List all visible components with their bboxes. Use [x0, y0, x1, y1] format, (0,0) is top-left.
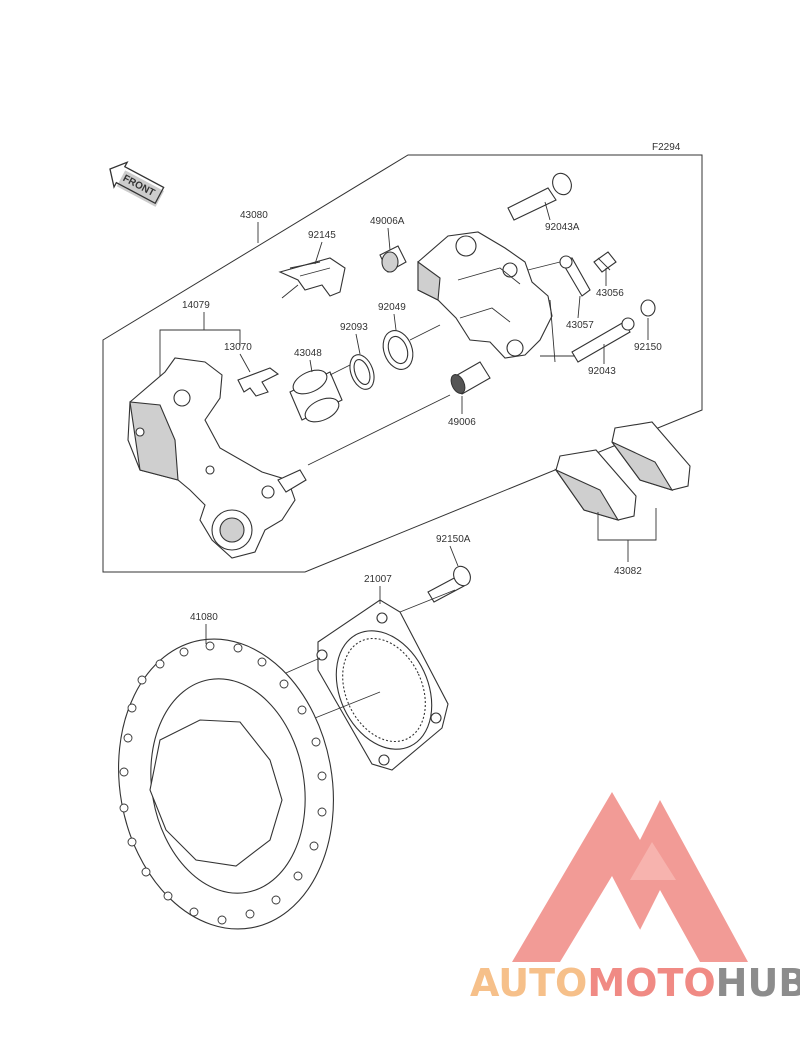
boot-lower	[450, 361, 491, 395]
label-43048: 43048	[294, 348, 322, 359]
automotohub-logo: AUTOMOTOHUB	[470, 792, 800, 1005]
caliper-assembly-box	[102, 154, 703, 573]
disc-bolt	[399, 565, 471, 613]
label-21007: 21007	[364, 574, 392, 585]
brake-disc	[118, 638, 334, 930]
label-43080: 43080	[240, 210, 268, 221]
label-43082: 43082	[614, 566, 642, 577]
label-92049: 92049	[378, 302, 406, 313]
bleeder-cap	[559, 255, 591, 297]
label-92150: 92150	[634, 342, 662, 353]
caliper-piston	[289, 369, 343, 423]
label-92043: 92043	[588, 366, 616, 377]
svg-text:AUTOMOTOHUB: AUTOMOTOHUB	[470, 961, 800, 1005]
slide-pin-lower	[571, 317, 635, 363]
bleeder-valve	[593, 251, 617, 273]
logo-text-auto: AUTO	[470, 961, 587, 1005]
figure-code: F2294	[652, 142, 681, 153]
boot-upper	[379, 245, 407, 273]
label-43056: 43056	[596, 288, 624, 299]
label-43057: 43057	[566, 320, 594, 331]
label-92150A: 92150A	[436, 534, 471, 545]
pad-spring-plate	[278, 257, 346, 297]
caliper-body	[417, 231, 553, 359]
brake-pads	[554, 421, 691, 521]
front-arrow-icon: FRONT	[109, 161, 165, 207]
connector-lines	[281, 261, 575, 466]
label-92043A: 92043A	[545, 222, 580, 233]
pad-spring-clip	[237, 367, 280, 397]
abs-sensor-rotor	[316, 599, 449, 771]
caliper-bracket	[127, 357, 307, 559]
pin-cap	[640, 299, 656, 317]
label-49006A: 49006A	[370, 216, 405, 227]
slide-pin-upper	[507, 172, 572, 221]
label-49006: 49006	[448, 417, 476, 428]
logo-text-hub: HUB	[716, 961, 800, 1005]
logo-text-moto: MOTO	[587, 961, 715, 1005]
label-92145: 92145	[308, 230, 336, 241]
label-92093: 92093	[340, 322, 368, 333]
label-13070: 13070	[224, 342, 252, 353]
label-41080: 41080	[190, 612, 218, 623]
label-14079: 14079	[182, 300, 210, 311]
logo-mark-icon	[512, 792, 748, 962]
part-labels: 43080 92145 49006A 92043A 43056 14079 13…	[182, 201, 662, 644]
